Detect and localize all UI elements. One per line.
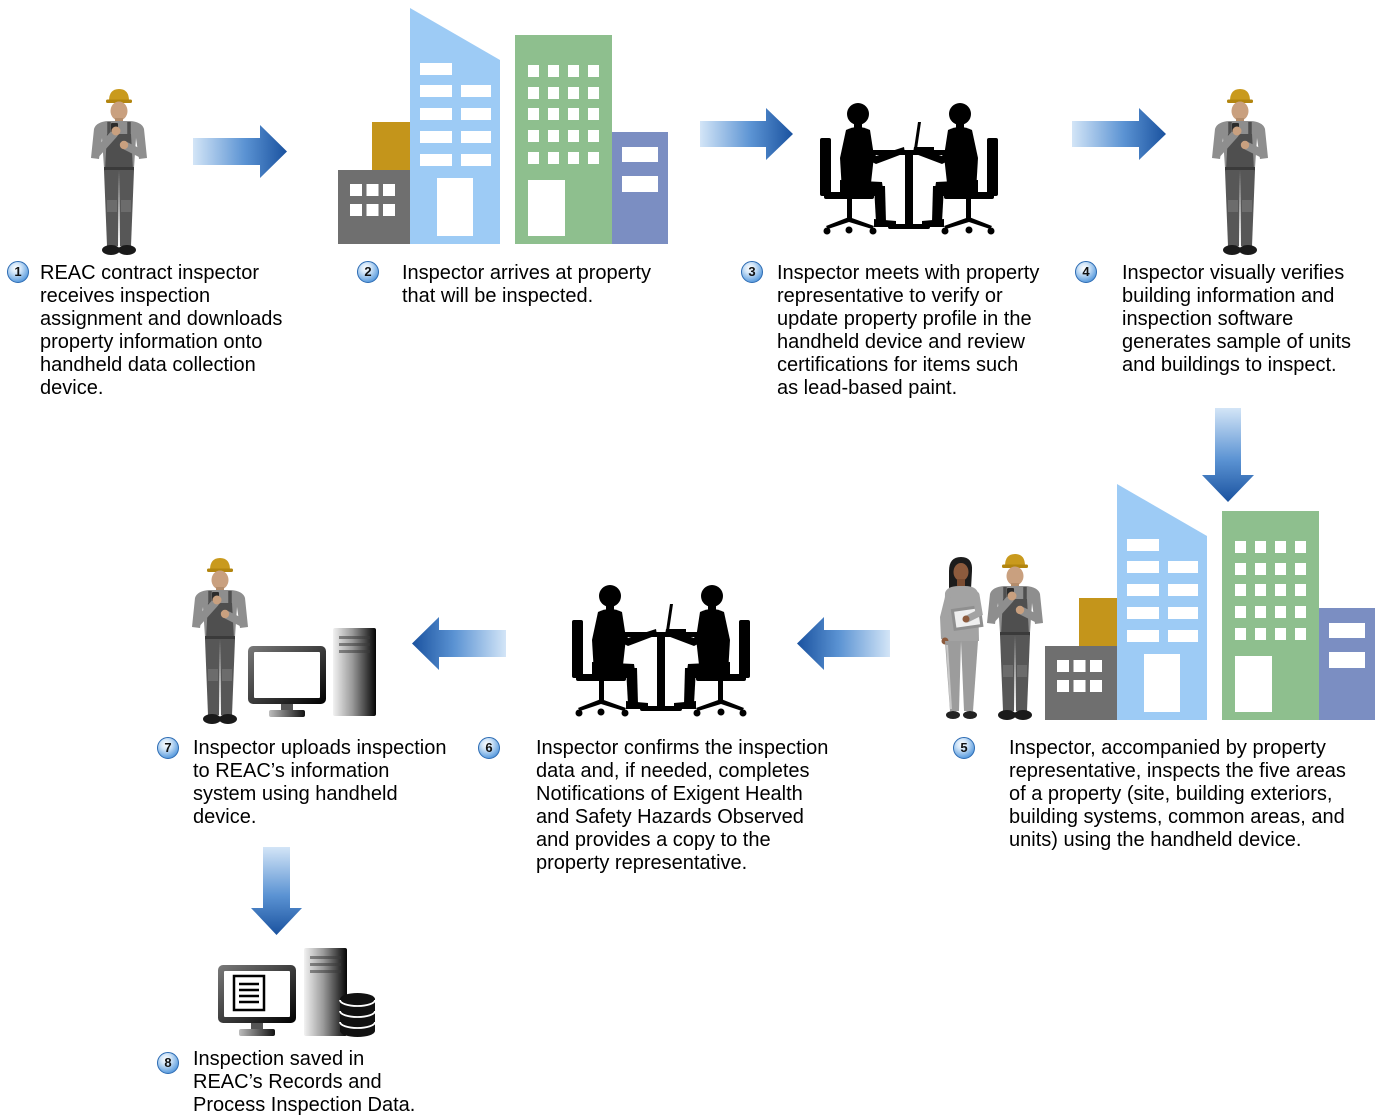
step-7-description-line: Inspector uploads inspection [193, 737, 447, 759]
step-5-buildings-icon [1045, 484, 1375, 720]
arrow-right-icon [700, 108, 793, 160]
step-5-badge: 5 [953, 737, 975, 759]
step-6-description-line: Notifications of Exigent Health [536, 783, 803, 805]
step-5-description-line: of a property (site, building exteriors, [1009, 783, 1333, 805]
step-7-description-line: device. [193, 806, 257, 828]
step-1-description-line: receives inspection [40, 285, 211, 307]
step-7-description-line: system using handheld [193, 783, 398, 805]
step-6-description: Inspector confirms the inspection data a… [536, 737, 828, 875]
step-5-description-line: representative, inspects the five areas [1009, 760, 1346, 782]
step-8-description-line: Inspection saved in [193, 1048, 365, 1070]
step-3-description-line: representative to verify or [777, 285, 1003, 307]
step-8-badge: 8 [157, 1052, 179, 1074]
step-5-description-line: Inspector, accompanied by property [1009, 737, 1326, 759]
step-4-badge: 4 [1075, 261, 1097, 283]
step-1-badge: 1 [7, 261, 29, 283]
step-2-description-line: Inspector arrives at property [402, 262, 651, 284]
step-2-buildings-icon [338, 8, 668, 244]
database-cylinder [340, 993, 375, 1037]
step-6-description-line: and provides a copy to the [536, 829, 771, 851]
step-7-badge: 7 [157, 737, 179, 759]
step-6-description-line: Inspector confirms the inspection [536, 737, 829, 759]
arrow-down-icon [251, 847, 302, 935]
step-5-description-line: units) using the handheld device. [1009, 829, 1302, 851]
arrow-right-icon [193, 125, 287, 178]
database-band [339, 1021, 376, 1029]
step-7-monitor-icon [248, 646, 326, 717]
arrow-down-icon [1202, 408, 1254, 502]
step-2-description: Inspector arrives at property that will … [402, 262, 651, 308]
step-7-description-line: to REAC’s information [193, 760, 390, 782]
step-4-description-line: and buildings to inspect. [1122, 354, 1337, 376]
arrow-right-icon [1072, 108, 1166, 160]
step-4-description: Inspector visually verifies building inf… [1122, 262, 1351, 377]
step-8-description-line: Process Inspection Data. [193, 1094, 416, 1116]
document-frame [232, 974, 266, 1012]
database-band [339, 1010, 376, 1018]
step-6-description-line: and Safety Hazards Observed [536, 806, 804, 828]
step-3-badge: 3 [741, 261, 763, 283]
step-8-description-line: REAC’s Records and [193, 1071, 382, 1093]
step-4-description-line: generates sample of units [1122, 331, 1352, 353]
step-8-description: Inspection saved in REAC’s Records and P… [193, 1048, 415, 1117]
step-5-representative-icon [940, 557, 984, 719]
step-2-description-line: that will be inspected. [402, 285, 594, 307]
step-1-inspector-icon [91, 89, 147, 255]
step-4-description-line: Inspector visually verifies [1122, 262, 1345, 284]
step-6-description-line: property representative. [536, 852, 748, 874]
step-1-description: REAC contract inspector receives inspect… [40, 262, 282, 400]
step-5-inspector-icon [987, 554, 1043, 720]
step-3-description-line: certifications for items such [777, 354, 1019, 376]
step-5-description-line: building systems, common areas, and [1009, 806, 1345, 828]
step-4-description-line: building information and [1122, 285, 1335, 307]
step-6-badge: 6 [478, 737, 500, 759]
arrow-left-icon [412, 617, 506, 670]
step-2-badge: 2 [357, 261, 379, 283]
step-7-inspector-icon [192, 558, 248, 724]
step-4-description-line: inspection software [1122, 308, 1294, 330]
step-3-description: Inspector meets with property representa… [777, 262, 1039, 400]
step-1-description-line: property information onto [40, 331, 263, 353]
step-6-description-line: data and, if needed, completes [536, 760, 810, 782]
document-lines [239, 982, 259, 1004]
step-3-description-line: update property profile in the [777, 308, 1032, 330]
database-icon [339, 993, 376, 1037]
step-3-description-line: as lead-based paint. [777, 377, 958, 399]
step-7-computer-tower-icon [333, 628, 376, 716]
step-4-inspector-icon [1212, 89, 1268, 255]
step-3-description-line: Inspector meets with property [777, 262, 1040, 284]
step-1-description-line: handheld data collection [40, 354, 256, 376]
step-1-description-line: device. [40, 377, 104, 399]
step-7-description: Inspector uploads inspection to REAC’s i… [193, 737, 447, 829]
step-1-description-line: assignment and downloads [40, 308, 283, 330]
database-band [339, 999, 376, 1007]
step-5-description: Inspector, accompanied by property repre… [1009, 737, 1346, 852]
step-3-description-line: handheld device and review [777, 331, 1025, 353]
step-6-meeting-icon [572, 585, 750, 717]
document-icon [232, 974, 266, 1012]
step-3-meeting-icon [820, 103, 998, 235]
arrow-left-icon [797, 617, 890, 670]
step-1-description-line: REAC contract inspector [40, 262, 259, 284]
